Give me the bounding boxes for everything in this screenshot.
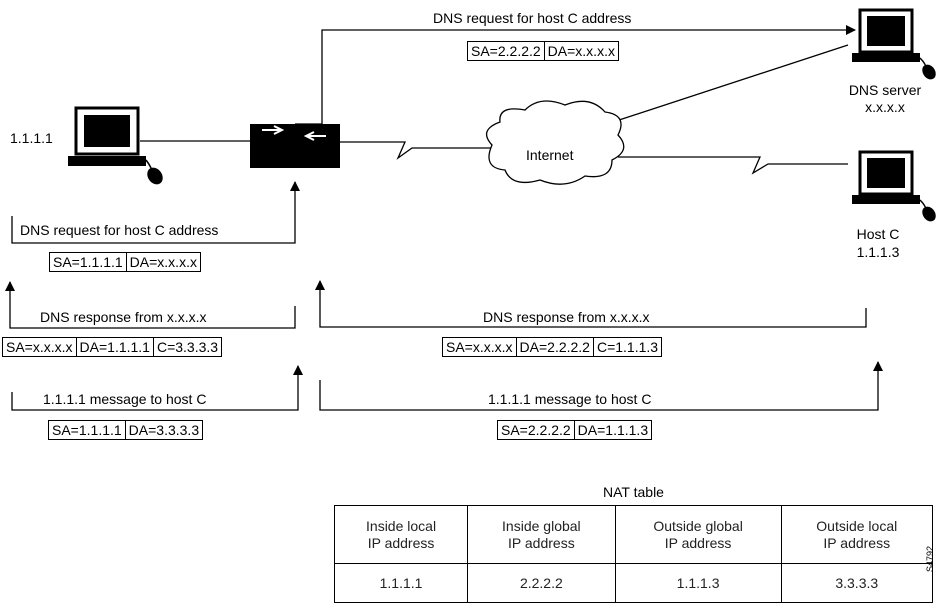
- packet-da: DA=3.3.3.3: [124, 420, 204, 440]
- router-icon: [250, 124, 340, 168]
- host-c-label: Host C: [856, 226, 900, 242]
- arrow-dns-response-inside: [4, 281, 296, 329]
- outside-message-packet: SA=2.2.2.2 DA=1.1.1.3: [497, 420, 653, 440]
- inside-response-label: DNS response from x.x.x.x: [40, 309, 207, 325]
- header-line: Inside local: [366, 517, 437, 534]
- top-request-packet: SA=2.2.2.2 DA=x.x.x.x: [467, 41, 619, 61]
- dns-server-label: DNS server: [848, 82, 922, 98]
- packet-da: DA=2.2.2.2: [515, 337, 594, 357]
- packet-da: DA=x.x.x.x: [125, 252, 201, 272]
- arrow-dns-request-inside: [11, 181, 300, 244]
- message-arrows: [4, 25, 883, 411]
- nat-table-title: NAT table: [603, 484, 664, 500]
- inside-message-label: 1.1.1.1 message to host C: [43, 391, 207, 407]
- packet-c: C=1.1.1.3: [592, 337, 663, 357]
- header-line: Inside global: [502, 517, 581, 534]
- host-c-computer-icon: [852, 150, 936, 222]
- arrow-message-inside: [11, 365, 303, 411]
- internet-label: Internet: [526, 147, 574, 163]
- packet-da: DA=1.1.1.3: [573, 420, 653, 440]
- inside-message-packet: SA=1.1.1.1 DA=3.3.3.3: [48, 420, 204, 440]
- host-c-ip-label: 1.1.1.3: [856, 244, 900, 260]
- packet-sa: SA=x.x.x.x: [442, 337, 517, 357]
- cell-outside-global: 1.1.1.3: [614, 563, 782, 603]
- inside-request-packet: SA=1.1.1.1 DA=x.x.x.x: [49, 252, 201, 272]
- dns-server-ip-label: x.x.x.x: [865, 99, 905, 115]
- table-row: 1.1.1.1 2.2.2.2 1.1.1.3 3.3.3.3: [333, 563, 934, 603]
- outside-response-label: DNS response from x.x.x.x: [483, 309, 650, 325]
- packet-sa: SA=x.x.x.x: [2, 337, 77, 357]
- packet-da: DA=x.x.x.x: [543, 41, 619, 61]
- network-links: [140, 44, 849, 175]
- packet-sa: SA=2.2.2.2: [467, 41, 545, 61]
- internet-cloud: [485, 100, 625, 185]
- inside-host-ip-label: 1.1.1.1: [10, 130, 53, 146]
- packet-sa: SA=1.1.1.1: [49, 252, 127, 272]
- header-line: IP address: [508, 534, 575, 551]
- arrow-dns-request-outside: [295, 25, 856, 125]
- internet-to-hostc-link: [618, 156, 848, 175]
- packet-sa: SA=1.1.1.1: [48, 420, 126, 440]
- dns-server-computer-icon: [852, 8, 936, 80]
- inside-response-packet: SA=x.x.x.x DA=1.1.1.1 C=3.3.3.3: [2, 337, 223, 357]
- cell-outside-local: 3.3.3.3: [780, 563, 934, 603]
- outside-response-packet: SA=x.x.x.x DA=2.2.2.2 C=1.1.1.3: [442, 337, 663, 357]
- arrow-message-outside: [319, 361, 883, 411]
- cell-inside-local: 1.1.1.1: [333, 563, 469, 603]
- cell-inside-global: 2.2.2.2: [467, 563, 616, 603]
- header-line: IP address: [367, 534, 435, 551]
- packet-sa: SA=2.2.2.2: [497, 420, 575, 440]
- header-line: Outside local: [816, 517, 898, 534]
- packet-c: C=3.3.3.3: [152, 337, 223, 357]
- inside-host-computer-icon: [68, 106, 163, 185]
- header-line: Outside global: [653, 517, 743, 534]
- internet-to-dns-link: [609, 44, 849, 124]
- packet-da: DA=1.1.1.1: [75, 337, 154, 357]
- header-line: IP address: [664, 534, 732, 551]
- arrow-dns-response-outside: [315, 280, 867, 328]
- top-request-label: DNS request for host C address: [433, 10, 632, 26]
- serial-link-to-internet: [340, 141, 492, 160]
- figure-id: S4792: [925, 545, 935, 572]
- outside-message-label: 1.1.1.1 message to host C: [488, 391, 652, 407]
- header-line: IP address: [823, 534, 891, 551]
- inside-request-label: DNS request for host C address: [20, 222, 219, 238]
